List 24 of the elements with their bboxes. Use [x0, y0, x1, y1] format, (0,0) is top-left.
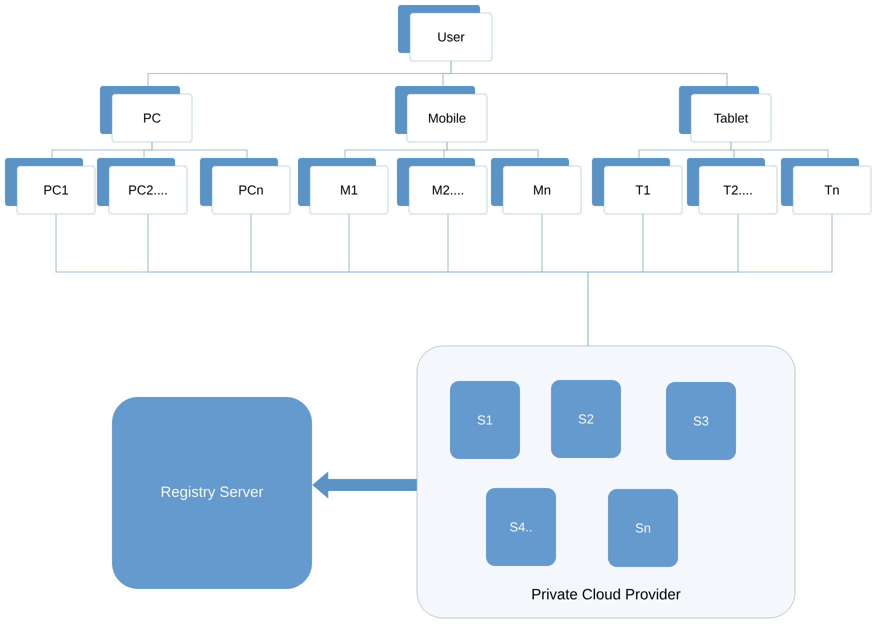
process-box: Mn — [491, 158, 582, 214]
process-box: PC — [100, 86, 192, 142]
process-box: M1 — [298, 158, 388, 214]
server-box: S1 — [450, 381, 520, 459]
connector-line — [450, 60, 728, 86]
process-box: PC2.... — [97, 158, 188, 214]
process-box: PC1 — [5, 158, 96, 214]
server-box: S2 — [551, 380, 621, 458]
process-box: Tablet — [679, 86, 772, 142]
process-box: T1 — [592, 158, 682, 214]
server-box: S3 — [666, 382, 736, 460]
connector-line — [588, 214, 832, 346]
connector-line — [446, 142, 538, 158]
connector-line — [730, 142, 828, 158]
server-box: S4.. — [486, 488, 556, 566]
connector-line — [152, 142, 248, 158]
server-box: Sn — [608, 489, 678, 567]
process-box: PCn — [200, 158, 290, 214]
process-box: User — [398, 5, 492, 62]
process-box: M2.... — [397, 158, 488, 214]
process-box: T2.... — [687, 158, 778, 214]
process-box: Tn — [781, 158, 872, 214]
process-box: Mobile — [395, 86, 488, 142]
registry-box: Registry Server — [112, 397, 312, 589]
